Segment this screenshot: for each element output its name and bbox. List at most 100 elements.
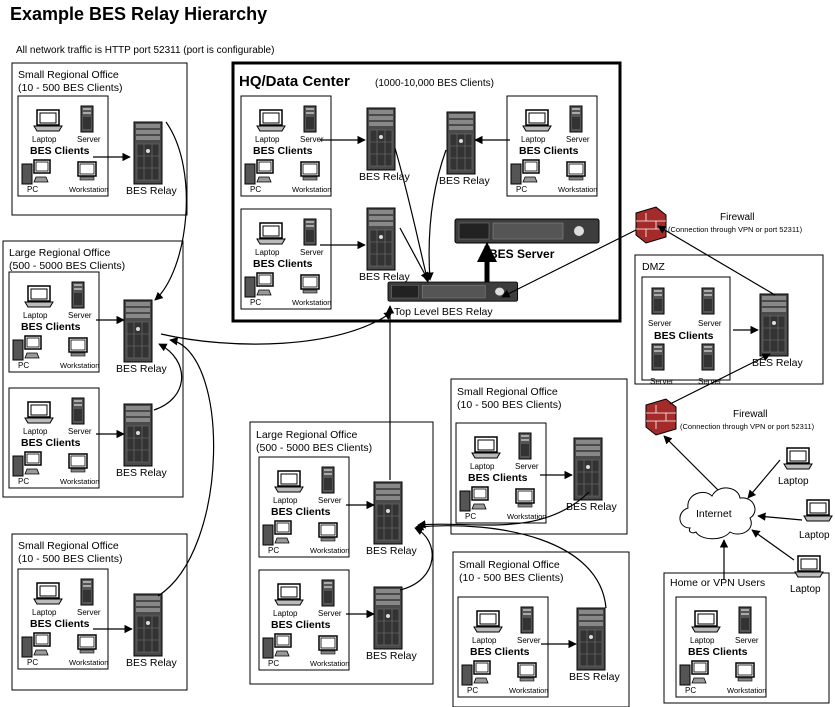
bes-relay: BES Relay (126, 593, 178, 669)
laptop-label: Laptop (273, 496, 298, 505)
laptop-icon (33, 109, 63, 132)
bes-clients-label: BES Clients (470, 646, 530, 658)
pc-icon (262, 633, 292, 659)
port-note: All network traffic is HTTP port 52311 (… (16, 45, 275, 56)
svg-text:Server: Server (650, 377, 674, 386)
dmz-client-group: Server Server BES Clients Server Server (641, 276, 731, 386)
bes-clients-label: BES Clients (253, 145, 313, 157)
server-label: Server (735, 636, 759, 645)
workstation-label: Workstation (292, 298, 331, 307)
firewall-bottom: Firewall (Connection through VPN or port… (645, 398, 815, 436)
relay-server-icon (123, 403, 153, 467)
remote-laptops: Laptop Laptop Laptop (778, 447, 833, 595)
server-icon (80, 105, 94, 133)
pc-label: PC (18, 361, 29, 370)
bes-relay-label: BES Relay (126, 657, 178, 669)
firewall-icon (635, 206, 667, 244)
workstation-label: Workstation (60, 477, 99, 486)
top-level-relay: Top Level BES Relay (387, 281, 519, 318)
bes-relay-label: BES Relay (566, 501, 618, 513)
pc-icon (12, 335, 42, 361)
relay-server-icon (366, 107, 396, 171)
laptop-icon (274, 470, 304, 493)
large-office-1-title: Large Regional Office (9, 247, 111, 259)
large-office-1-range: (500 - 5000 BES Clients) (9, 260, 125, 272)
bes-clients-label: BES Clients (30, 618, 90, 630)
pc-icon (459, 486, 489, 512)
small-office-4-box (452, 551, 630, 707)
bes-relay-label: BES Relay (439, 175, 491, 187)
internet-cloud: Internet (679, 487, 756, 540)
dmz-box (634, 254, 824, 385)
relay-server-icon (759, 293, 789, 357)
relay-server-icon (373, 586, 403, 650)
svg-text:Laptop: Laptop (799, 530, 830, 541)
server-icon (569, 105, 583, 133)
workstation-icon (566, 161, 586, 181)
bes-clients-label: BES Clients (468, 472, 528, 484)
hq-title: HQ/Data Center (239, 73, 350, 90)
pc-label: PC (268, 659, 279, 668)
laptop-label: Laptop (472, 636, 497, 645)
relay-server-icon (576, 607, 606, 671)
svg-text:Server: Server (698, 377, 722, 386)
small-office-2-range: (10 - 500 BES Clients) (457, 399, 561, 411)
laptop-icon (256, 222, 286, 245)
small-office-3-box (11, 533, 188, 691)
small-office-3-range: (10 - 500 BES Clients) (18, 553, 122, 565)
firewall-bottom-note: (Connection through VPN or port 52311) (680, 422, 815, 431)
server-label: Server (77, 608, 101, 617)
hq-range: (1000-10,000 BES Clients) (375, 78, 494, 89)
laptop-label: Laptop (255, 248, 280, 257)
relay-server-icon (123, 299, 153, 363)
hq-box (231, 61, 622, 323)
bes-relay: BES Relay (366, 481, 418, 557)
pc-label: PC (516, 185, 527, 194)
pc-label: PC (465, 512, 476, 521)
bes-relay: BES Relay (366, 586, 418, 662)
pc-label: PC (250, 185, 261, 194)
workstation-icon (318, 522, 338, 542)
server-label: Server (517, 636, 541, 645)
workstation-label: Workstation (69, 185, 108, 194)
firewall-top: Firewall (Connection through VPN or port… (635, 206, 803, 244)
bes-relay: BES Relay (569, 607, 621, 683)
bes-clients-label: BES Clients (21, 437, 81, 449)
bes-relay-label: BES Relay (569, 671, 621, 683)
bes-relay: BES Relay (566, 437, 618, 513)
pc-label: PC (27, 185, 38, 194)
small-office-3-title: Small Regional Office (18, 540, 119, 552)
svg-text:Server: Server (648, 319, 672, 328)
laptop-icon (794, 555, 824, 578)
workstation-label: Workstation (310, 659, 349, 668)
workstation-icon (318, 635, 338, 655)
firewall-top-note: (Connection through VPN or port 52311) (668, 225, 803, 234)
server-icon (303, 218, 317, 246)
pc-label: PC (467, 686, 478, 695)
office-boxes (2, 61, 830, 707)
pc-label: PC (250, 298, 261, 307)
small-office-1-title: Small Regional Office (18, 69, 119, 81)
laptop-icon (522, 109, 552, 132)
diagram-title: Example BES Relay Hierarchy (10, 4, 268, 24)
server-label: Server (318, 609, 342, 618)
pc-icon (12, 451, 42, 477)
server-icon (303, 105, 317, 133)
bes-relay: BES Relay (359, 107, 411, 183)
server-label: Server (300, 135, 324, 144)
small-office-1-box (11, 62, 188, 216)
workstation-icon (77, 634, 97, 654)
large-office-1-box (2, 240, 184, 498)
pc-icon (21, 632, 51, 658)
server-icon (321, 579, 335, 607)
workstation-icon (68, 453, 88, 473)
